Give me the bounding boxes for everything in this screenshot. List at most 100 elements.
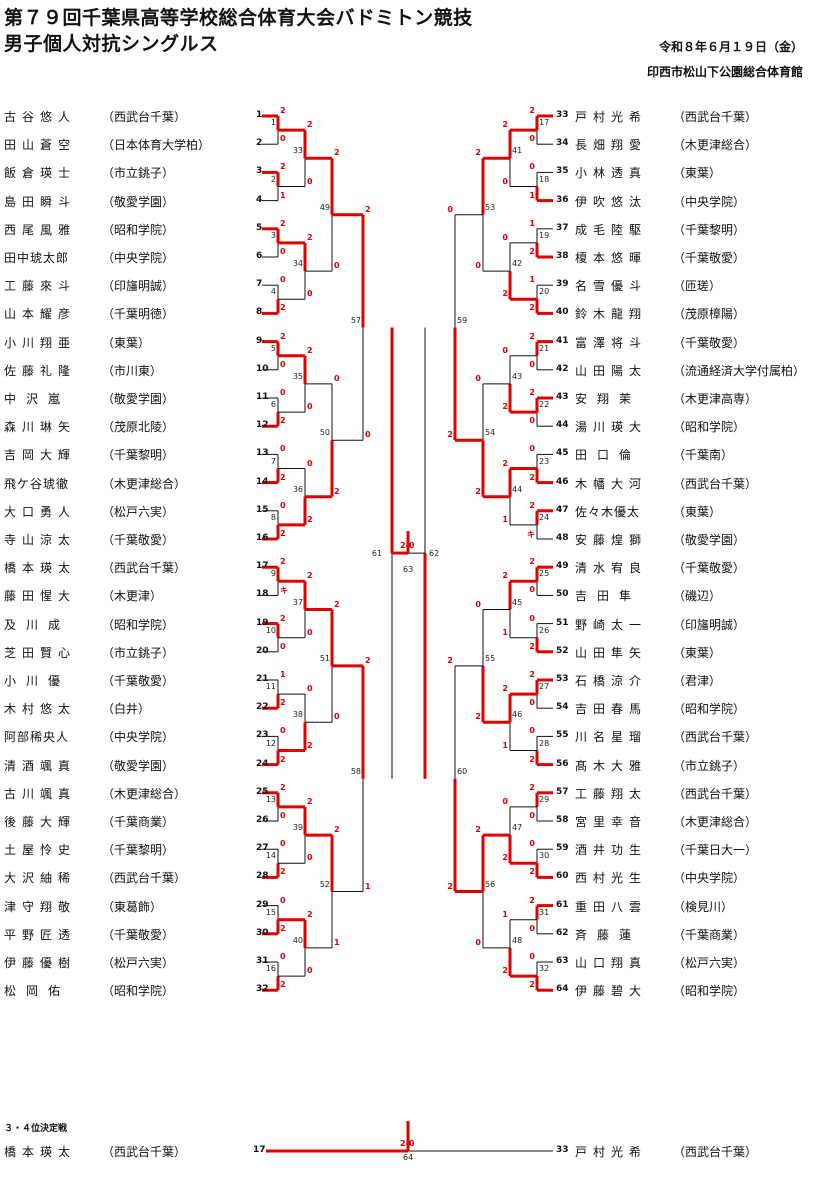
school-name: 西武台千葉: [685, 786, 746, 801]
match-score: 2: [307, 232, 313, 242]
player-seed: 1: [256, 110, 263, 120]
school-name: 君津: [685, 674, 710, 688]
match-score: 0: [502, 796, 508, 806]
player-school: （千葉敬愛）: [102, 533, 175, 547]
player-seed: 59: [556, 843, 569, 854]
match-score: 2: [280, 303, 286, 313]
player-name: 名雪優斗: [575, 279, 648, 294]
school-name: 東葉: [685, 166, 710, 181]
player-entry: 富澤将斗（千葉敬愛）: [575, 334, 811, 350]
player-entry: 田山蒼空（日本体育大学柏）: [4, 136, 274, 152]
school-name: 中央学院: [114, 730, 163, 745]
player-seed: 9: [256, 335, 263, 346]
player-entry: 山口翔真（松戸六実）: [575, 954, 811, 970]
match-number: 60: [457, 766, 468, 776]
match-number: 18: [539, 174, 550, 184]
match-score: 0: [447, 204, 453, 214]
match-number: 2: [270, 174, 276, 184]
match-score: 1: [334, 937, 340, 947]
match-score: 0: [307, 176, 313, 186]
school-name: 市立銚子: [685, 758, 734, 773]
player-school: （君津）: [673, 674, 722, 688]
player-entry: 島田瞬斗（敬愛学園）: [4, 193, 274, 209]
player-entry: 戸村光希（西武台千葉）: [575, 108, 811, 124]
school-name: 昭和学院: [685, 420, 734, 435]
school-name: 千葉商業: [685, 927, 734, 942]
match-score: 2: [529, 754, 535, 764]
match-score: 0: [307, 966, 313, 976]
final-score: 2-0: [400, 541, 415, 551]
player-school: （日本体育大学柏）: [102, 138, 211, 153]
player-seed: 17: [253, 1145, 266, 1155]
player-school: （千葉商業）: [673, 927, 746, 942]
player-name: 平野匠透: [4, 927, 77, 942]
player-seed: 3: [256, 166, 263, 177]
school-name: 千葉敬愛: [685, 561, 734, 576]
player-seed: 7: [256, 279, 263, 290]
match-number: 10: [265, 625, 276, 635]
player-school: （千葉敬愛）: [102, 927, 175, 942]
match-score: 2: [529, 388, 535, 397]
player-name: 小林透真: [575, 166, 648, 181]
player-entry: 工藤翔太（西武台千葉）: [575, 785, 811, 801]
player-entry: 清酒颯真（敬愛学園）: [4, 757, 274, 773]
player-school: （市立銚子）: [673, 758, 746, 773]
match-score: 0: [307, 289, 313, 299]
player-school: （西武台千葉）: [673, 476, 758, 491]
player-name: 榎本悠暉: [575, 251, 648, 265]
third-place-player: 橋本瑛太（西武台千葉）: [4, 1143, 244, 1159]
match-number: 14: [265, 851, 276, 861]
match-score: 0: [529, 585, 535, 595]
match-score: 0: [280, 811, 286, 820]
player-school: （千葉日大一）: [673, 843, 758, 858]
match-score: 0: [307, 627, 313, 637]
player-entry: 大口勇人（松戸六実）: [4, 503, 274, 519]
match-score: 0: [280, 134, 286, 144]
school-name: 敬愛学園: [114, 758, 163, 773]
match-number: 49: [319, 202, 330, 212]
school-name: 昭和学院: [114, 984, 163, 999]
player-school: （西武台千葉）: [673, 1145, 758, 1159]
player-school: （木更津総合）: [102, 476, 187, 491]
event-title: 男子個人対抗シングルス: [4, 33, 219, 55]
match-score: 0: [475, 937, 481, 947]
player-seed: 14: [256, 476, 269, 487]
match-score: 2: [502, 966, 508, 976]
match-score: 2: [334, 148, 340, 158]
school-name: 日本体育大学柏: [114, 138, 199, 153]
match-score: 2: [502, 458, 508, 468]
player-entry: 松岡佑（昭和学院）: [4, 982, 274, 998]
player-entry: 山田隼矢（東葉）: [575, 644, 811, 660]
match-score: 2: [280, 331, 286, 341]
player-school: （茂原樟陽）: [673, 307, 746, 322]
player-name: 土屋怜史: [4, 843, 77, 858]
player-name: 木村悠太: [4, 702, 77, 717]
match-score: 0: [280, 641, 286, 651]
player-entry: 古川颯真（木更津総合）: [4, 785, 274, 801]
match-number: 57: [350, 315, 361, 325]
player-entry: 田中琥太郎（中央学院）: [4, 249, 274, 265]
match-score: 2: [502, 289, 508, 299]
player-seed: 56: [556, 758, 569, 769]
player-name: 清酒颯真: [4, 758, 77, 773]
match-number: 17: [539, 118, 550, 128]
school-name: 市立銚子: [114, 645, 163, 660]
school-name: 東葉: [114, 335, 139, 350]
player-school: （東葉）: [673, 166, 722, 181]
player-seed: 53: [556, 674, 569, 684]
player-seed: 27: [256, 843, 269, 854]
player-seed: 60: [556, 871, 569, 882]
player-entry: 酒井功生（千葉日大一）: [575, 841, 811, 857]
match-score: 1: [502, 514, 508, 524]
match-number: 27: [539, 682, 550, 692]
school-name: 磯辺: [685, 589, 710, 604]
player-entry: 山田陽太（流通経済大学付属柏）: [575, 362, 811, 378]
player-seed: 39: [556, 279, 569, 290]
player-entry: 田口倫（千葉南）: [575, 446, 811, 462]
player-seed: 42: [556, 363, 569, 374]
player-entry: 阿部稀央人（中央学院）: [4, 728, 274, 744]
player-school: （敬愛学園）: [673, 533, 746, 547]
match-score: 2: [529, 500, 535, 510]
player-seed: 44: [556, 420, 569, 431]
match-score: 2: [529, 247, 535, 256]
